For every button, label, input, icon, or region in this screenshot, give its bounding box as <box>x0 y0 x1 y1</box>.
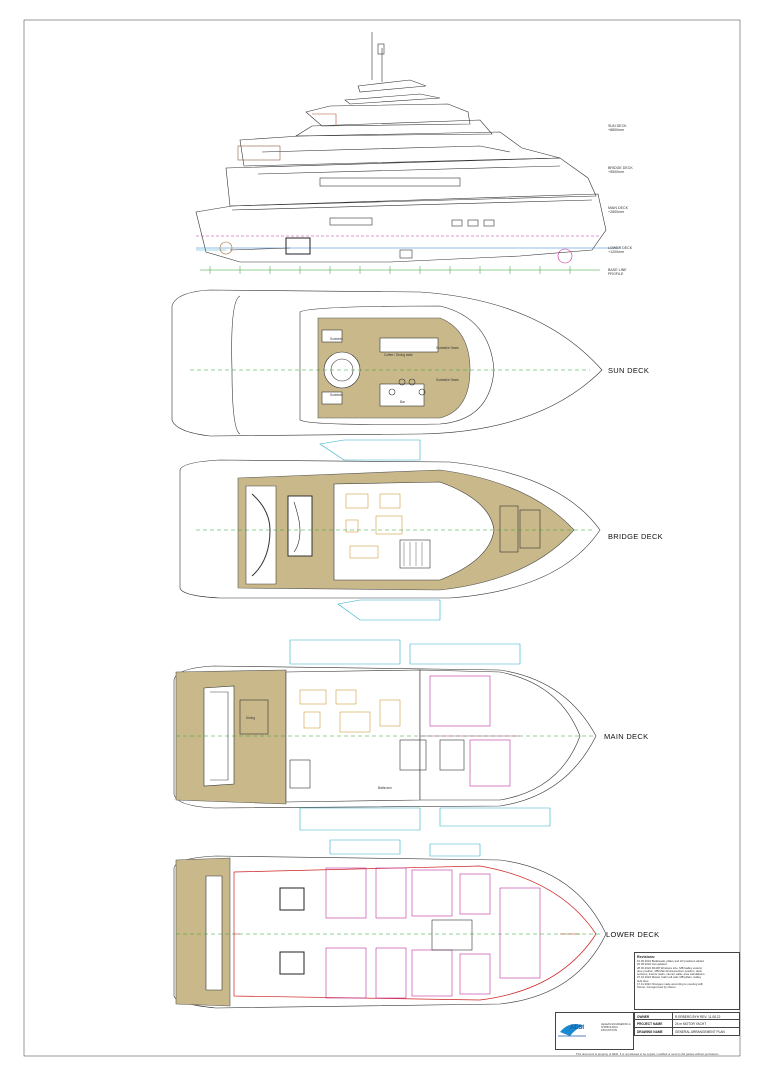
sun-deck-title: SUN DECK <box>608 366 650 375</box>
main-deck-title: MAIN DECK <box>604 732 649 741</box>
title-block-value: R.ERBERG BYH REV: 11.08.22 <box>675 1015 721 1019</box>
sun-seats-fwd-label: Sunbathe Seats <box>436 346 459 350</box>
revision-line: 16.06.2022 Bulkheads, pillars and LR pos… <box>637 959 705 963</box>
company-logo-box: AESI AEGEAN ENGINEERING & SHIPBUILDING I… <box>555 1012 634 1050</box>
revision-line: bulk door. <box>637 978 650 983</box>
title-block-value: 24 m MOTOR YACHT <box>675 1022 707 1026</box>
revisions-box: Revisions: 16.06.2022 Bulkheads, pillars… <box>634 952 740 1010</box>
aesi-logo-mark <box>560 1024 584 1036</box>
revision-line: 17.11.2022 Changes made according to mee… <box>637 982 704 987</box>
level-sun-deck: SUN DECK+8800mm <box>608 124 627 133</box>
title-block: OWNER R.ERBERG BYH REV: 11.08.22 PROJECT… <box>634 1012 740 1036</box>
revision-line: Owner. GA approved by Owner. <box>637 985 677 990</box>
revision-line: 20.06.2022 GA updated <box>637 962 667 967</box>
title-block-key: DRAWING NAME <box>635 1028 673 1035</box>
title-block-key: PROJECT NAME <box>635 1020 673 1027</box>
title-block-key: OWNER <box>635 1013 673 1019</box>
sun-sunbeds-aft-label: Sunbeds <box>330 393 343 397</box>
level-main-deck: MAIN DECK+2800mm <box>608 206 628 215</box>
sheet-border <box>23 19 741 1057</box>
revision-line: 28.06.2022 R0-R8 Windows size, MB Galley… <box>637 965 703 970</box>
main-bathroom-label: Bathroom <box>378 786 392 790</box>
lower-deck-plan <box>173 839 607 1009</box>
main-dining-label: Dining <box>246 716 256 720</box>
copyright-footer: This document is property of AESI. It is… <box>575 1052 720 1056</box>
sun-sunbeds-fwd-label: Sunbeds <box>330 337 343 341</box>
company-logo: AESI <box>570 1025 585 1031</box>
sun-bar-label: Bar <box>400 400 405 404</box>
level-lower-deck: LOWER DECK+1200mm <box>608 246 633 255</box>
bridge-deck-plan <box>179 439 601 621</box>
main-deck-plan <box>173 639 597 831</box>
title-block-row: PROJECT NAME 24 m MOTOR YACHT <box>634 1020 740 1028</box>
title-block-row: OWNER R.ERBERG BYH REV: 11.08.22 <box>634 1012 740 1020</box>
lower-deck-title: LOWER DECK <box>606 930 660 939</box>
title-block-value: GENERAL ARRANGEMENT PLAN <box>675 1030 725 1034</box>
bridge-deck-title: BRIDGE DECK <box>608 532 663 541</box>
title-block-row: DRAWING NAME GENERAL ARRANGEMENT PLAN <box>634 1028 740 1036</box>
revision-line: sections, interior stairs, interior wall… <box>637 972 706 977</box>
profile-elevation <box>195 32 620 274</box>
sun-seats-aft-label: Sunbathe Seats <box>436 378 459 382</box>
sun-coffee-table-label: Coffee / Dining table <box>384 353 413 357</box>
level-bridge-deck: BRIDGE DECK+5500mm <box>608 166 633 175</box>
revisions-title: Revisions: <box>637 955 656 959</box>
revision-line: 07.10.2022 Master Cabin aft wall, MB pil… <box>637 975 702 980</box>
company-tagline: AEGEAN ENGINEERING & SHIPBUILDING INNOVA… <box>601 1023 631 1032</box>
sun-deck-plan <box>171 289 603 437</box>
revision-line: door position, MB Main Entrance/door pos… <box>637 968 702 973</box>
